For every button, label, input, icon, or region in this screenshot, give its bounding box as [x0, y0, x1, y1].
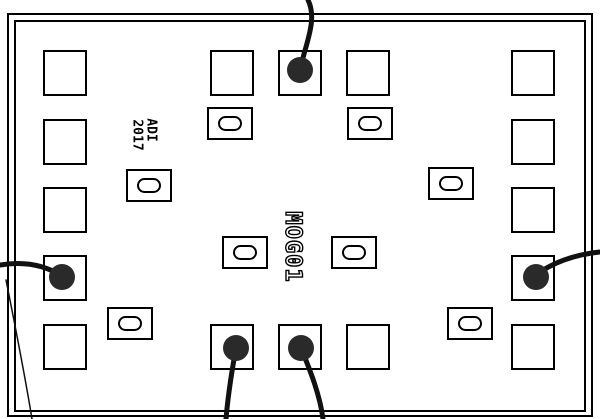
wire-left-thin: [5, 279, 33, 419]
slot-pad-mid-left: [126, 169, 172, 202]
pad-right-5: [511, 324, 555, 370]
slot-pad-bottom-right: [447, 307, 493, 340]
pad-left-1: [43, 50, 87, 96]
pad-top-1: [210, 50, 254, 96]
solder-dot-bottom-right: [288, 335, 314, 361]
slot-pad-top-right: [347, 107, 393, 140]
slot-pad-bottom-left: [107, 307, 153, 340]
pad-left-3: [43, 187, 87, 233]
pad-bottom-3: [346, 324, 390, 370]
solder-dot-bottom-left: [223, 335, 249, 361]
pad-right-3: [511, 187, 555, 233]
slot-pad-top-left: [207, 107, 253, 140]
slot-pad-center-right: [331, 236, 377, 269]
board-label-corner-line1: ADI: [144, 118, 159, 141]
slot-pad-mid-right: [428, 167, 474, 200]
solder-dot-left: [49, 264, 75, 290]
pad-right-1: [511, 50, 555, 96]
board-outline-inner: [14, 20, 586, 412]
pad-left-2: [43, 119, 87, 165]
board-label-main: MOG01: [280, 211, 305, 282]
board-outline-outer: [7, 13, 593, 417]
board-label-corner-line2: 2017: [130, 119, 145, 150]
pad-top-3: [346, 50, 390, 96]
solder-dot-top: [287, 57, 313, 83]
solder-dots: [49, 57, 549, 361]
pad-right-2: [511, 119, 555, 165]
solder-dot-right: [523, 264, 549, 290]
slot-pad-center-left: [222, 236, 268, 269]
slot-pads: [107, 107, 493, 340]
pad-left-5: [43, 324, 87, 370]
